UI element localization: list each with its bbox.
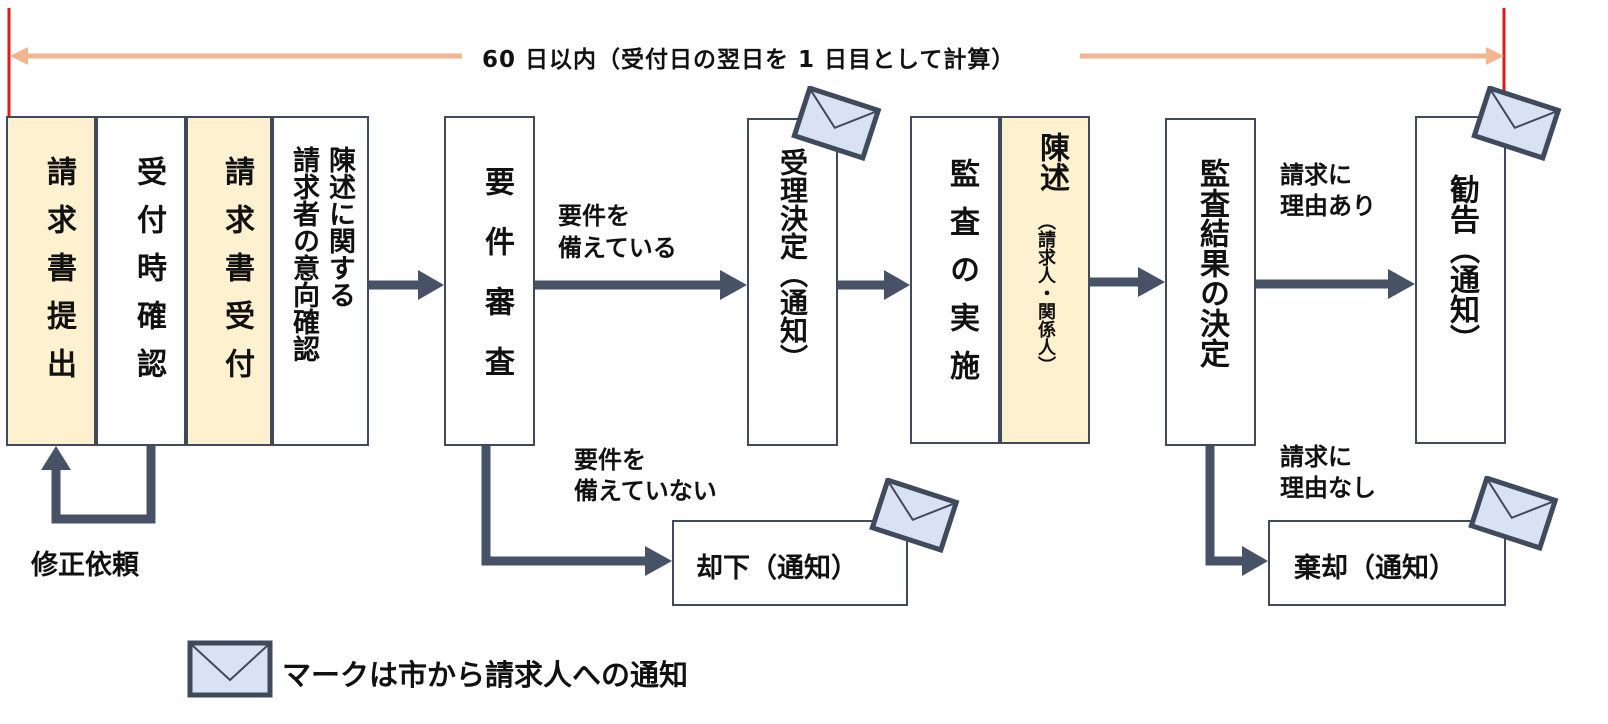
recommend-label: 勧告（通知） xyxy=(1444,174,1479,354)
result-label: 監査結果の決定 xyxy=(1194,158,1229,368)
reason-no-label-1: 請求に xyxy=(1280,443,1352,471)
envelope-icon xyxy=(1468,476,1559,552)
timeline-arrow-left xyxy=(10,47,28,65)
arrow-to-audit xyxy=(884,270,910,300)
not-meets-label-1: 要件を xyxy=(574,446,646,474)
statement-intent-box: 陳述に関する 請求者の意向確認 xyxy=(272,116,369,446)
envelope-icon xyxy=(791,86,882,162)
envelope-icon xyxy=(1471,86,1562,162)
legend-text: マークは市から請求人への通知 xyxy=(282,658,689,692)
arrow-to-review xyxy=(418,270,444,300)
statement-intent-line1: 陳述に関する xyxy=(324,146,355,308)
legend-envelope-icon xyxy=(187,640,273,698)
submit-label: 請求書提出 xyxy=(41,156,76,396)
review-label: 要件審査 xyxy=(479,166,514,406)
statement-intent-line2: 請求者の意向確認 xyxy=(288,146,319,362)
submit-box: 請求書提出 xyxy=(6,116,96,446)
receive-box: 請求書受付 xyxy=(186,116,272,446)
reason-yes-label-1: 請求に xyxy=(1280,161,1352,189)
arrow-to-result xyxy=(1138,267,1165,297)
meets-label-1: 要件を xyxy=(558,202,630,230)
arrow-to-recommend xyxy=(1388,269,1415,299)
recommend-box: 勧告（通知） xyxy=(1415,116,1506,444)
envelope-icon xyxy=(869,478,960,554)
not-meets-label-2: 備えていない xyxy=(574,477,717,505)
timeline-label: 60 日以内（受付日の翌日を 1 日目として計算） xyxy=(482,47,1016,73)
statement-sub-label: （請求人・関係人） xyxy=(1035,212,1056,374)
reason-yes-label-2: 理由あり xyxy=(1280,192,1376,220)
check-label: 受付時確認 xyxy=(131,156,166,396)
timeline-arrow-right xyxy=(1486,47,1504,65)
meets-label-2: 備えている xyxy=(558,234,677,262)
arrow-to-dismiss xyxy=(645,546,672,576)
check-box: 受付時確認 xyxy=(96,116,186,446)
statement-box: 陳述 （請求人・関係人） xyxy=(1000,116,1090,444)
dismiss-box: 却下（通知） xyxy=(672,520,908,606)
fix-request-label: 修正依頼 xyxy=(31,550,139,581)
audit-label: 監査の実施 xyxy=(944,158,979,398)
arrow-to-reject xyxy=(1242,546,1268,576)
arrow-to-accept xyxy=(720,270,747,300)
accept-label: 受理決定（通知） xyxy=(776,148,809,372)
statement-label: 陳述 xyxy=(1034,132,1069,192)
audit-box: 監査の実施 xyxy=(910,116,1000,444)
accept-box: 受理決定（通知） xyxy=(747,118,838,446)
reason-no-label-2: 理由なし xyxy=(1280,474,1376,502)
receive-label: 請求書受付 xyxy=(219,156,254,396)
dismiss-label: 却下（通知） xyxy=(696,553,858,584)
result-box: 監査結果の決定 xyxy=(1165,118,1256,446)
reject-box: 棄却（通知） xyxy=(1268,520,1506,606)
reject-label: 棄却（通知） xyxy=(1294,553,1456,584)
review-box: 要件審査 xyxy=(444,116,535,446)
arrow-fix-loop xyxy=(41,446,71,470)
